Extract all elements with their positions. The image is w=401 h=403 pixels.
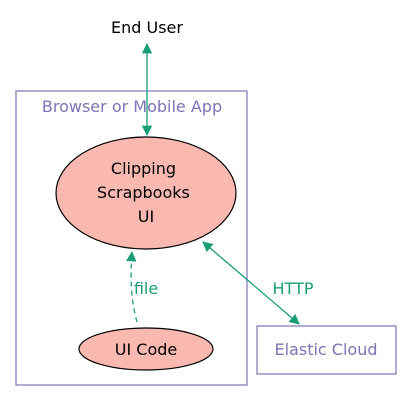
app-boundary-label: Browser or Mobile App bbox=[42, 97, 222, 116]
elastic-cloud-node bbox=[256, 325, 397, 375]
end-user-label: End User bbox=[111, 18, 183, 37]
ui-node-line-1: Clipping bbox=[111, 159, 176, 178]
http-edge-label: HTTP bbox=[273, 279, 314, 298]
http-edge bbox=[202, 241, 300, 325]
ui-node-label: Clipping Scrapbooks UI bbox=[97, 159, 195, 226]
elastic-cloud-label: Elastic Cloud bbox=[275, 340, 378, 359]
file-edge bbox=[126, 250, 138, 323]
ui-node bbox=[55, 136, 237, 250]
file-edge-label: file bbox=[134, 279, 158, 298]
app-boundary bbox=[15, 90, 248, 386]
ui-code-node bbox=[78, 327, 214, 371]
ui-node-line-2: Scrapbooks bbox=[97, 183, 190, 202]
ui-code-label: UI Code bbox=[115, 340, 177, 359]
ui-node-line-3: UI bbox=[138, 207, 154, 226]
